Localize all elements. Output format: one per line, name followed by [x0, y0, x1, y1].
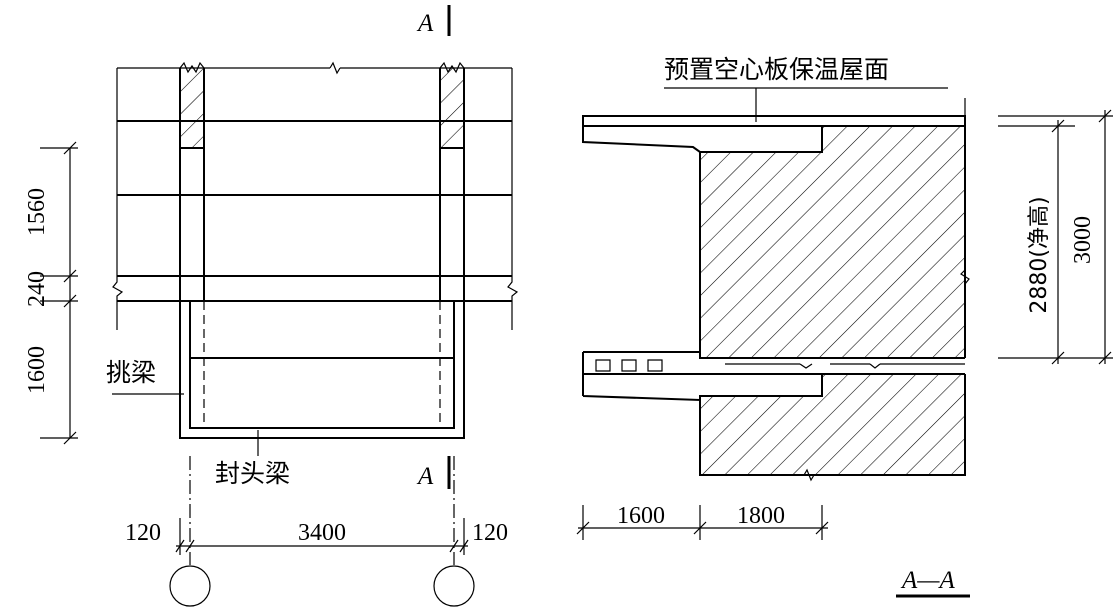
dim-1600: 1600	[24, 346, 50, 394]
roof-slab	[582, 115, 966, 153]
section-title: A—A	[900, 567, 956, 594]
cantilever-frame-inner	[189, 301, 455, 429]
plan-view: A A 挑梁 封头梁 1560 240 1600 120 3400 1	[24, 5, 519, 607]
section-mark-top-label: A	[416, 10, 434, 37]
dim-3400: 3400	[298, 520, 346, 546]
end-beam-label: 封头梁	[215, 459, 290, 488]
plan-wall-left-hatch	[180, 68, 204, 148]
section-wall-hatch	[700, 126, 965, 358]
section-view: 预置空心板保温屋面 1600 1800 3000 2880(净高) A—A	[576, 55, 1113, 598]
axis-circle-left	[169, 565, 211, 607]
clear-height-label: 2880(净高)	[1027, 196, 1052, 313]
dim-1800: 1800	[737, 503, 785, 529]
dim-1560: 1560	[24, 188, 50, 236]
dim-120-left: 120	[125, 520, 161, 546]
dim-3000: 3000	[1070, 216, 1096, 264]
plan-top-break	[329, 61, 341, 75]
floor-slab-bottom	[582, 373, 965, 402]
dim-1600-section: 1600	[617, 503, 665, 529]
axis-circle-right	[433, 565, 475, 607]
plan-wall-right-hatch	[440, 68, 464, 148]
section-mark-bottom-label: A	[416, 463, 434, 490]
dim-240: 240	[24, 271, 50, 307]
dim-120-right: 120	[472, 520, 508, 546]
plan-left-edge	[112, 68, 124, 330]
cantilever-beam-label: 挑梁	[106, 358, 156, 387]
roof-label: 预置空心板保温屋面	[664, 55, 889, 84]
plan-right-edge	[507, 68, 519, 330]
floor-slab-top	[583, 351, 965, 359]
cantilever-frame-outer	[179, 301, 465, 439]
section-wall-outline	[699, 126, 966, 476]
